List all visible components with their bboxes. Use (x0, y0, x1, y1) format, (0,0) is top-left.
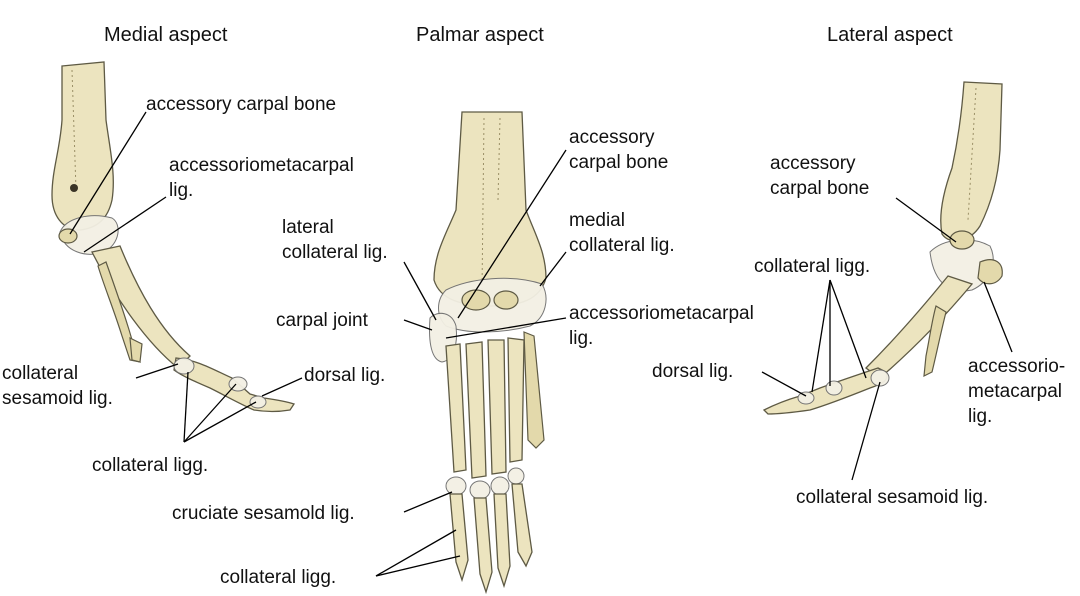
lateral-metacarpal (864, 275, 974, 379)
label-lateral-collateral-sesamoid: collateral sesamoid lig. (796, 487, 989, 508)
label-medial-collateral-sesamoid-line1: collateral (2, 363, 79, 384)
label-lateral-dorsal-lig: dorsal lig. (652, 361, 734, 382)
label-palmar-cruciate-sesamoid: cruciate sesamold lig. (172, 503, 355, 524)
lateral-accessory-carpal (949, 230, 975, 250)
label-palmar-medial-collateral-line1: medial (569, 210, 625, 231)
label-palmar-accessory-carpal-line1: accessory (569, 127, 655, 148)
label-medial-accessoriometacarpal-line1: accessoriometacarpal (169, 155, 354, 176)
label-lateral-accessoriometacarpal-line2: metacarpal (968, 381, 1062, 402)
lateral-phalanges (762, 367, 888, 415)
label-palmar-collateral-ligg: collateral ligg. (220, 567, 337, 588)
medial-limb-drawing (51, 61, 296, 413)
label-palmar-accessoriometacarpal-line1: accessoriometacarpal (569, 303, 754, 324)
palmar-metacarpal-2 (445, 343, 467, 473)
label-medial-accessoriometacarpal-line2: lig. (169, 180, 194, 201)
label-lateral-accessoriometacarpal-line3: lig. (968, 406, 993, 427)
label-palmar-medial-collateral-line2: collateral lig. (569, 235, 675, 256)
title-lateral-aspect: Lateral aspect (827, 24, 953, 46)
label-medial-dorsal-lig: dorsal lig. (304, 365, 386, 386)
label-palmar-accessoriometacarpal-line2: lig. (569, 328, 594, 349)
label-medial-accessory-carpal-bone: accessory carpal bone (146, 94, 337, 115)
label-palmar-carpal-joint: carpal joint (276, 310, 368, 331)
lateral-limb-drawing (762, 81, 1003, 415)
title-medial-aspect: Medial aspect (104, 24, 228, 46)
label-palmar-accessory-carpal-line2: carpal bone (569, 152, 669, 173)
palmar-metacarpal-5 (507, 337, 525, 463)
label-lateral-collateral-ligg: collateral ligg. (754, 256, 871, 277)
lateral-radius (940, 81, 1003, 242)
lateral-leader-lines (761, 197, 1013, 481)
palmar-radius-ulna (433, 111, 547, 307)
label-lateral-accessory-carpal-line1: accessory (770, 153, 856, 174)
label-lateral-accessory-carpal-line2: carpal bone (770, 178, 870, 199)
palmar-limb-drawing (429, 111, 547, 595)
label-lateral-accessoriometacarpal-line1: accessorio- (968, 356, 1066, 377)
palmar-dewclaw (523, 331, 545, 449)
palmar-metacarpal-4 (487, 339, 507, 475)
medial-leader-lines (69, 111, 303, 443)
medial-accessory-carpal (58, 228, 78, 244)
label-palmar-lateral-collateral-line2: collateral lig. (282, 242, 388, 263)
label-palmar-lateral-collateral-line1: lateral (282, 217, 334, 238)
label-medial-collateral-sesamoid-line2: sesamoid lig. (2, 388, 113, 409)
label-medial-collateral-ligg: collateral ligg. (92, 455, 209, 476)
medial-radius (51, 61, 114, 231)
palmar-leader-lines (375, 149, 567, 577)
title-palmar-aspect: Palmar aspect (416, 24, 544, 46)
palmar-metacarpal-3 (465, 341, 487, 479)
